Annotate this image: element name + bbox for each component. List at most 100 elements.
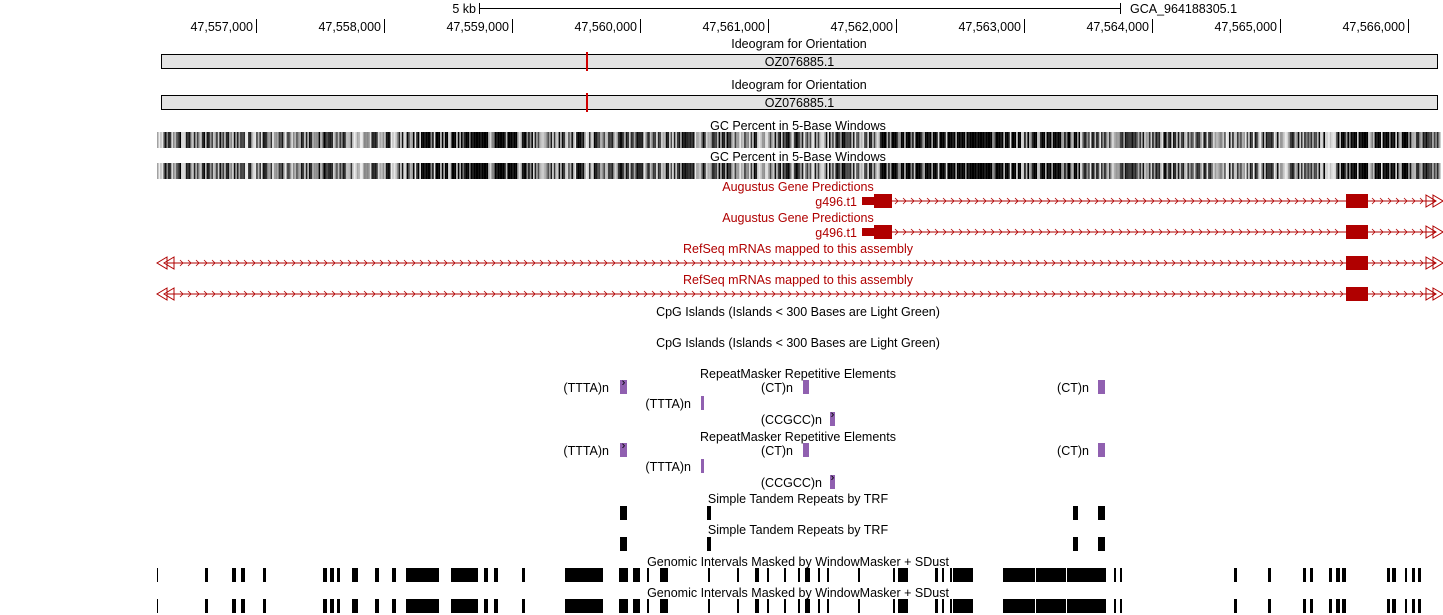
gc-bar (765, 163, 767, 179)
repeat-label[interactable]: (CT)n (761, 381, 793, 395)
gc-bar (171, 163, 173, 179)
repeat-label[interactable]: (TTTA)n (645, 397, 691, 411)
ruler-tick (1408, 19, 1409, 33)
gc-bar (1414, 132, 1417, 148)
gc-bar (958, 132, 961, 148)
gc-bar (342, 163, 345, 179)
gc-bar (1382, 132, 1385, 148)
repeat-label[interactable]: (CCGCC)n (760, 476, 822, 490)
repeat-element[interactable] (620, 377, 627, 394)
gc-bar (773, 163, 775, 179)
gc-bar (709, 132, 711, 148)
repeat-label[interactable]: (CT)n (1057, 381, 1089, 395)
gc-bar (485, 132, 487, 148)
gc-bar (265, 132, 268, 148)
gc-bar (1213, 132, 1215, 148)
gc-bar (899, 132, 901, 148)
gc-bar (643, 132, 645, 148)
gc-bar (753, 163, 756, 179)
gc-bar (672, 163, 674, 179)
masked-interval (522, 568, 525, 582)
gc-bar (1024, 163, 1026, 179)
gc-bar (931, 163, 933, 179)
repeat-element[interactable] (1098, 380, 1105, 394)
gc-bar (795, 132, 797, 148)
gc-bar (1165, 132, 1167, 148)
gc-bar (469, 132, 471, 148)
repeat-label[interactable]: (TTTA)n (563, 381, 609, 395)
gc-bar (1374, 163, 1377, 179)
repeat-label[interactable]: (CT)n (761, 444, 793, 458)
repeat-element[interactable] (830, 472, 835, 489)
gc-bar (1064, 163, 1066, 179)
gene-model[interactable] (0, 225, 1443, 239)
track-title: CpG Islands (Islands < 300 Bases are Lig… (656, 305, 940, 319)
gene-label[interactable]: g496.t1 (815, 195, 857, 209)
gene-model[interactable] (0, 194, 1443, 208)
gc-bar (373, 163, 375, 179)
gc-bar (1289, 132, 1292, 148)
gc-bar (1245, 132, 1247, 148)
gc-bar (891, 132, 893, 148)
tandem-repeat[interactable] (1098, 506, 1105, 520)
gc-bar (1334, 132, 1337, 148)
gc-bar (1405, 132, 1407, 148)
tandem-repeat[interactable] (1098, 537, 1105, 551)
chromosome-ideogram[interactable]: OZ076885.1 (161, 93, 1438, 112)
masked-interval (263, 599, 266, 613)
tandem-repeat[interactable] (1073, 506, 1078, 520)
gc-bar (886, 132, 889, 148)
gc-bar (1093, 132, 1095, 148)
repeat-element[interactable] (701, 459, 704, 473)
gc-bar (881, 163, 884, 179)
tandem-repeat[interactable] (1073, 537, 1078, 551)
gc-bar (1326, 163, 1329, 179)
mrna-model[interactable] (0, 287, 1443, 301)
gc-bar (641, 163, 644, 179)
gc-bar (437, 132, 439, 148)
repeat-label[interactable]: (CCGCC)n (760, 413, 822, 427)
masked-interval (157, 599, 158, 613)
gc-bar (889, 132, 892, 148)
gc-bar (441, 163, 444, 179)
repeat-element[interactable] (1098, 443, 1105, 457)
repeat-element[interactable] (830, 409, 835, 426)
mrna-model[interactable] (0, 256, 1443, 270)
repeat-element[interactable] (803, 443, 809, 457)
gene-label[interactable]: g496.t1 (815, 226, 857, 240)
tandem-repeat[interactable] (620, 506, 627, 520)
gc-bar (905, 163, 908, 179)
gc-bar (585, 163, 588, 179)
gc-bar (366, 163, 369, 179)
repeat-element[interactable] (701, 396, 704, 410)
tandem-repeat[interactable] (707, 537, 711, 551)
gc-bar (701, 163, 703, 179)
gc-bar (904, 132, 906, 148)
tandem-repeat[interactable] (620, 537, 627, 551)
gc-bar (1049, 163, 1052, 179)
gc-bar (1361, 163, 1364, 179)
strand-chevron-icon (1371, 197, 1424, 205)
repeat-label[interactable]: (TTTA)n (563, 444, 609, 458)
gc-bar (561, 132, 564, 148)
gc-bar (654, 132, 657, 148)
gc-bar (313, 132, 316, 148)
gc-bar (285, 163, 287, 179)
gc-bar (625, 163, 628, 179)
utr-block (862, 228, 874, 236)
chromosome-ideogram[interactable]: OZ076885.1 (161, 52, 1438, 71)
gc-bar (1208, 163, 1210, 179)
repeat-label[interactable]: (TTTA)n (645, 460, 691, 474)
repeat-element[interactable] (803, 380, 809, 394)
repeat-element[interactable] (620, 440, 627, 457)
gc-bar (736, 132, 738, 148)
gc-bar (357, 132, 359, 148)
repeat-label[interactable]: (CT)n (1057, 444, 1089, 458)
tandem-repeat[interactable] (707, 506, 711, 520)
gc-bar (901, 163, 903, 179)
gc-bar (1237, 132, 1239, 148)
gc-bar (1408, 163, 1410, 179)
gc-bar (1097, 163, 1100, 179)
gc-bar (478, 163, 481, 179)
